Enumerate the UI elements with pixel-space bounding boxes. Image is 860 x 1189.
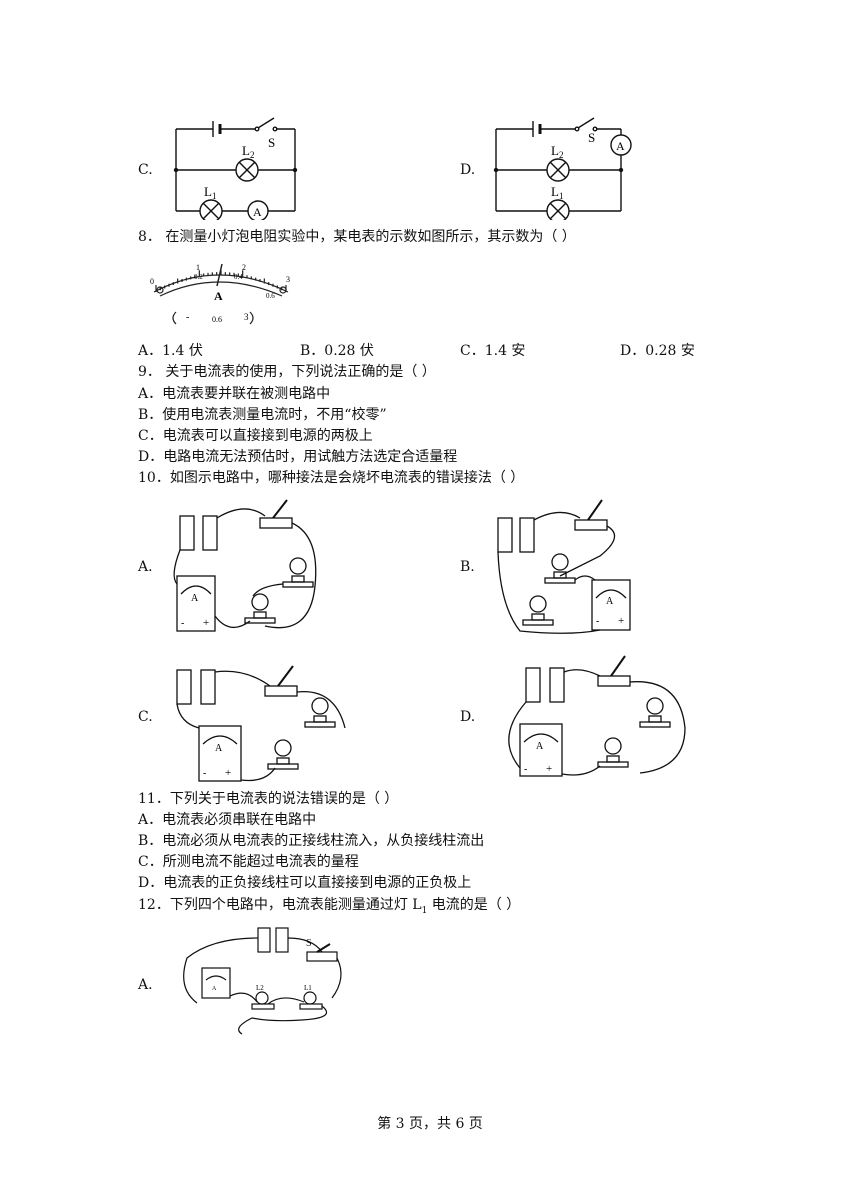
- svg-text:A: A: [214, 289, 223, 303]
- q10-circuit-d: A - +: [508, 655, 686, 777]
- q8-option-a: A．1.4 伏: [138, 343, 203, 359]
- q10-circuit-b: A - +: [497, 499, 631, 634]
- svg-text:-: -: [596, 616, 599, 627]
- q7-circuit-c: S L 2 L 1 A: [173, 117, 298, 220]
- switch-label: S: [268, 135, 275, 150]
- svg-text:2: 2: [559, 150, 564, 160]
- svg-text:-: -: [524, 764, 527, 775]
- svg-text:+: +: [618, 615, 624, 627]
- q8-option-c: C．1.4 安: [460, 343, 526, 359]
- q7-circuit-d: S A L 2 L 1: [493, 117, 632, 220]
- q11-stem: 11．下列关于电流表的说法错误的是（ ）: [138, 791, 399, 807]
- svg-text:0.2: 0.2: [194, 273, 203, 281]
- svg-text:+: +: [225, 767, 231, 779]
- svg-text:0.6: 0.6: [212, 315, 222, 324]
- svg-text:L: L: [242, 143, 250, 158]
- q10-option-d-label: D.: [460, 709, 476, 725]
- q10-stem: 10．如图示电路中，哪种接法是会烧坏电流表的错误接法（ ）: [138, 470, 525, 486]
- q10-option-a-label: A.: [138, 559, 153, 575]
- svg-text:A: A: [215, 743, 223, 754]
- svg-text:0.6: 0.6: [266, 292, 275, 300]
- q9-stem: 9． 关于电流表的使用，下列说法正确的是（ ）: [138, 364, 436, 380]
- svg-text:L: L: [204, 184, 212, 199]
- svg-text:A: A: [212, 986, 217, 992]
- q8-stem: 8． 在测量小灯泡电阻实验中，某电表的示数如图所示，其示数为（ ）: [138, 229, 576, 245]
- q8-option-d: D．0.28 安: [620, 343, 695, 359]
- svg-text:2: 2: [250, 150, 255, 160]
- svg-text:-: -: [186, 312, 189, 323]
- svg-text:1: 1: [559, 191, 564, 201]
- svg-text:A: A: [606, 596, 614, 607]
- svg-text:A: A: [253, 205, 262, 219]
- svg-text:-: -: [203, 768, 206, 779]
- svg-text:2: 2: [242, 263, 246, 272]
- svg-text:L1: L1: [304, 984, 312, 992]
- q12-circuit-a: S L2 L1 A: [183, 927, 342, 1035]
- svg-text:S: S: [588, 130, 595, 145]
- svg-text:L2: L2: [256, 984, 264, 992]
- q12-stem: 12．下列四个电路中，电流表能测量通过灯 L1 电流的是（ ）: [138, 897, 521, 916]
- svg-text:L: L: [551, 184, 559, 199]
- q9-option-b: B．使用电流表测量电流时，不用“校零”: [138, 407, 387, 423]
- svg-text:3: 3: [244, 312, 249, 322]
- svg-text:S: S: [306, 938, 312, 949]
- svg-text:A: A: [616, 139, 625, 153]
- ammeter-dial-figure: 0 1 2 3 0.2 0.4 0.6 A - 0.6 3: [150, 263, 290, 325]
- svg-text:+: +: [546, 763, 552, 775]
- svg-text:-: -: [181, 618, 184, 629]
- svg-text:1: 1: [212, 191, 217, 201]
- svg-text:+: +: [203, 617, 209, 629]
- page-footer: 第 3 页，共 6 页: [377, 1116, 483, 1132]
- svg-text:0: 0: [150, 277, 154, 286]
- q10-option-c-label: C.: [138, 709, 153, 725]
- q11-option-d: D．电流表的正负接线柱可以直接接到电源的正负极上: [138, 875, 472, 891]
- svg-text:1: 1: [196, 263, 200, 272]
- q7-option-c-label: C.: [138, 162, 153, 178]
- q12-option-a-label: A.: [138, 977, 153, 993]
- q11-option-a: A．电流表必须串联在电路中: [138, 812, 317, 828]
- svg-text:L: L: [551, 143, 559, 158]
- q10-option-b-label: B.: [460, 559, 475, 575]
- svg-text:0.4: 0.4: [234, 273, 243, 281]
- svg-text:A: A: [536, 741, 544, 752]
- q9-option-d: D．电路电流无法预估时，用试触方法选定合适量程: [138, 449, 458, 465]
- q7-option-d-label: D.: [460, 162, 476, 178]
- q11-option-b: B．电流必须从电流表的正接线柱流入，从负接线柱流出: [138, 833, 485, 849]
- q11-option-c: C．所测电流不能超过电流表的量程: [138, 854, 359, 870]
- q10-circuit-a: A - +: [173, 499, 317, 632]
- q9-option-a: A．电流表要并联在被测电路中: [138, 386, 331, 402]
- svg-text:A: A: [191, 593, 199, 604]
- q9-option-c: C．电流表可以直接接到电源的两极上: [138, 428, 373, 444]
- q10-circuit-c: A - +: [176, 665, 346, 782]
- svg-text:3: 3: [286, 275, 290, 284]
- q8-option-b: B．0.28 伏: [300, 343, 374, 359]
